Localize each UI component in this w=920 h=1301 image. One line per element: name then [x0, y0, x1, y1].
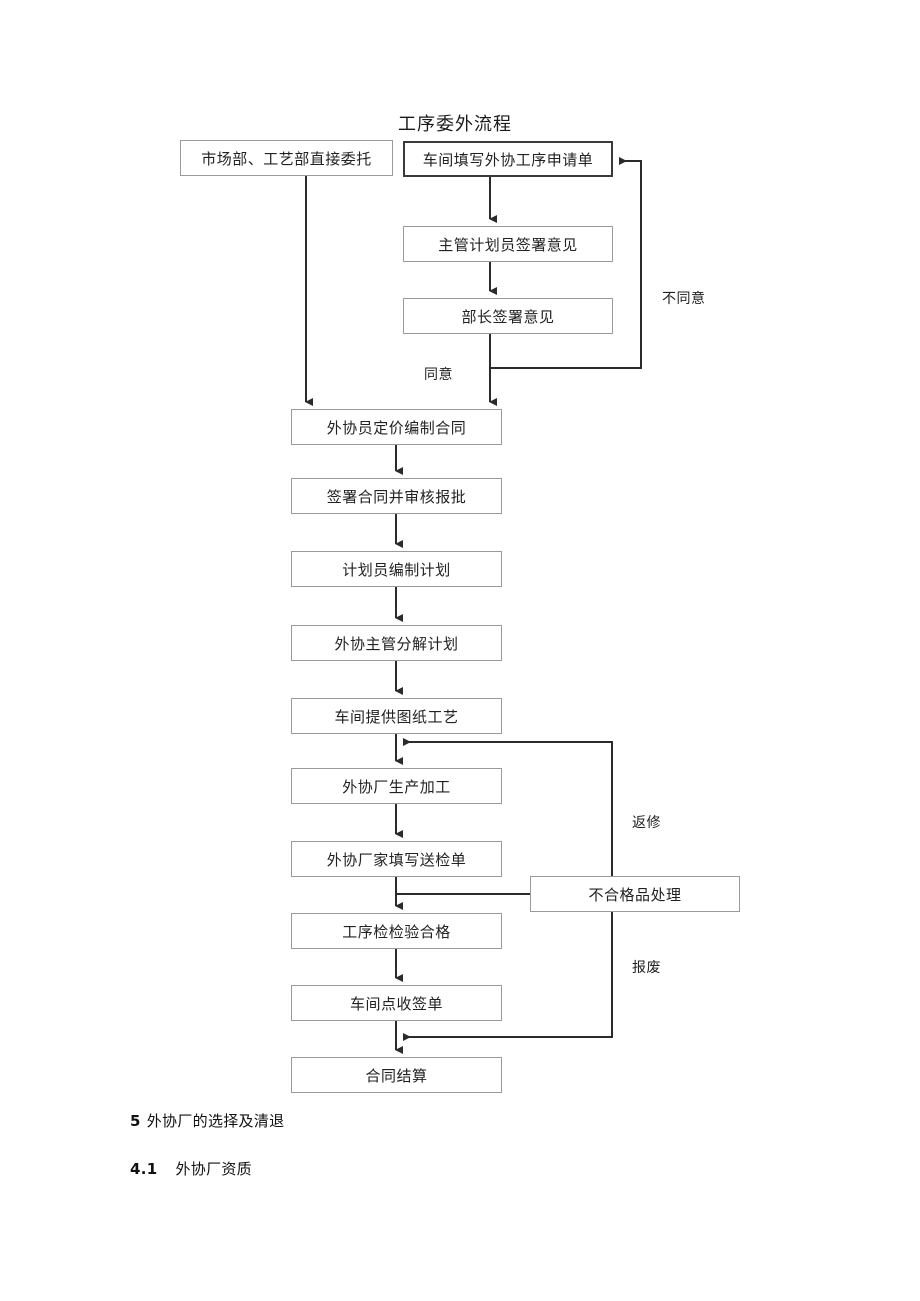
node-supervisor-split: 外协主管分解计划 — [291, 625, 502, 661]
node-nonconforming-handling: 不合格品处理 — [530, 876, 740, 912]
node-planner-plan: 计划员编制计划 — [291, 551, 502, 587]
node-factory-inspect-form: 外协厂家填写送检单 — [291, 841, 502, 877]
section-number-5: 5 — [130, 1112, 141, 1130]
edge-disagree-loop — [490, 157, 642, 369]
section-title-4-1: 外协厂资质 — [175, 1160, 252, 1178]
flowchart-title: 工序委外流程 — [398, 114, 512, 135]
node-factory-produce: 外协厂生产加工 — [291, 768, 502, 804]
edge-scrap-path — [403, 912, 613, 1041]
edge-label-scrap: 报废 — [632, 960, 661, 976]
node-process-qualified: 工序检检验合格 — [291, 913, 502, 949]
node-provide-drawing: 车间提供图纸工艺 — [291, 698, 502, 734]
node-pricing-contract: 外协员定价编制合同 — [291, 409, 502, 445]
node-sign-review: 签署合同并审核报批 — [291, 478, 502, 514]
node-planner-sign: 主管计划员签署意见 — [403, 226, 613, 262]
edge-rework-loop — [403, 738, 613, 876]
edge-label-rework: 返修 — [632, 815, 661, 831]
node-minister-sign: 部长签署意见 — [403, 298, 613, 334]
section-title-5: 外协厂的选择及清退 — [146, 1112, 285, 1130]
edge-label-disagree: 不同意 — [662, 291, 706, 307]
section-heading-5: 5 外协厂的选择及清退 — [130, 1110, 284, 1131]
node-contract-settle: 合同结算 — [291, 1057, 502, 1093]
section-number-4-1: 4.1 — [130, 1160, 158, 1178]
section-heading-4-1: 4.1 外协厂资质 — [130, 1158, 252, 1179]
node-market-entrust: 市场部、工艺部直接委托 — [180, 140, 393, 176]
node-workshop-receive: 车间点收签单 — [291, 985, 502, 1021]
edge-label-agree: 同意 — [424, 367, 453, 383]
node-workshop-apply: 车间填写外协工序申请单 — [403, 141, 613, 177]
